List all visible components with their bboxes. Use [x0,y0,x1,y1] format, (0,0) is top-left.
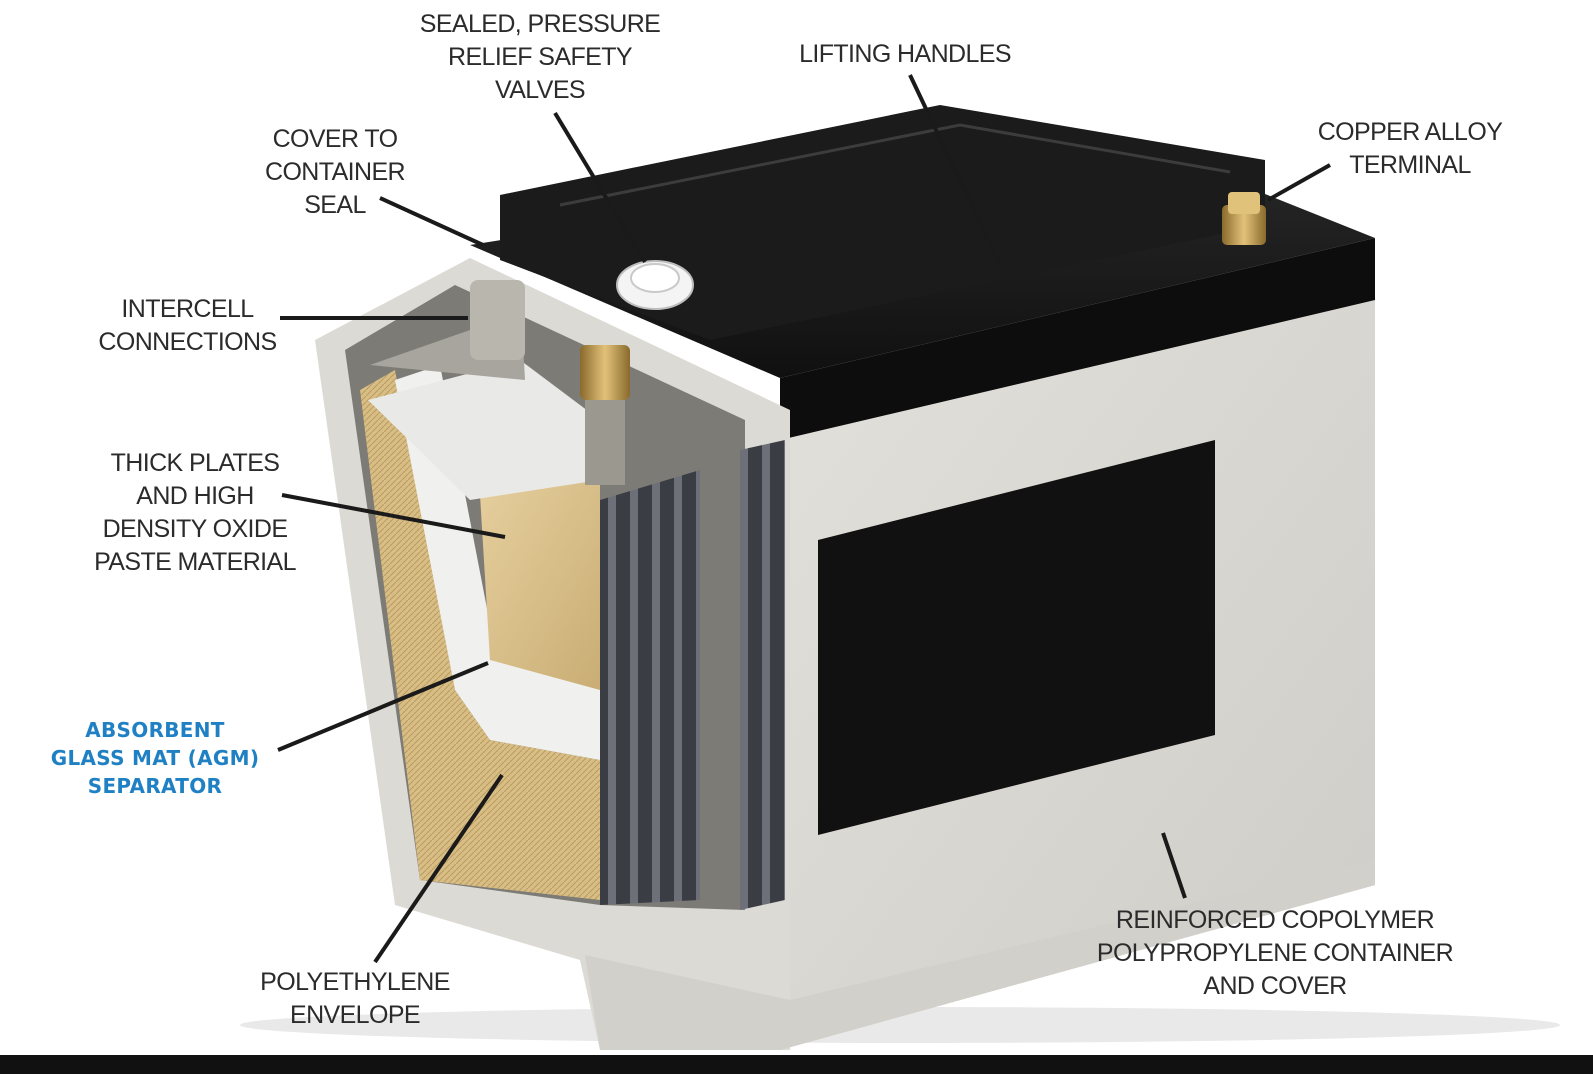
label-cover-seal: COVER TO CONTAINER SEAL [240,123,430,222]
label-line: AND COVER [1203,972,1347,1000]
label-line: ABSORBENT [85,718,225,742]
leader-seal [379,196,484,247]
label-agm-separator: ABSORBENT GLASS MAT (AGM) SEPARATOR [30,716,280,800]
leader-envelope [373,773,504,964]
leader-valves [553,111,647,264]
label-polyethylene-envelope: POLYETHYLENE ENVELOPE [230,966,480,1032]
label-line: POLYETHYLENE [260,968,450,996]
label-line: INTERCELL [121,295,254,323]
label-line: AND HIGH [136,482,254,510]
label-line: POLYPROPYLENE CONTAINER [1096,939,1454,967]
leader-plates [281,493,506,539]
copper-terminal-base [1222,205,1266,245]
label-container: REINFORCED COPOLYMER POLYPROPYLENE CONTA… [1060,904,1490,1003]
intercell-post [470,280,525,360]
label-line: TERMINAL [1349,151,1471,179]
label-copper-terminal: COPPER ALLOY TERMINAL [1290,116,1530,182]
leader-container [1161,832,1187,899]
label-line: GLASS MAT (AGM) [50,746,260,770]
label-line: COPPER ALLOY [1317,118,1503,146]
inner-terminal-post [585,395,625,485]
case-bottom-rim [585,860,1375,1050]
leader-handles [908,74,1002,266]
case-shadow [240,1007,1560,1043]
label-line: PASTE MATERIAL [94,548,296,576]
plate-tops [368,360,600,500]
label-line: LIFTING HANDLES [799,40,1011,68]
label-line: COVER TO [272,125,398,153]
label-line: CONNECTIONS [98,328,277,356]
leader-terminal [1267,163,1331,202]
label-line: CONTAINER [265,158,406,186]
label-line: DENSITY OXIDE [102,515,288,543]
inner-terminal-cap [580,345,630,400]
plate-stack-rear [740,440,785,910]
bottom-bar [0,1055,1593,1074]
label-line: SEPARATOR [87,774,223,798]
label-line: RELIEF SAFETY [448,43,633,71]
label-line: ENVELOPE [290,1001,421,1029]
label-line: THICK PLATES [110,449,280,477]
label-line: SEAL [304,191,366,219]
label-lifting-handles: LIFTING HANDLES [770,38,1040,71]
leader-agm [277,661,489,752]
agm-separator [360,370,600,900]
copper-terminal-cap [1228,192,1260,214]
front-label-panel [818,440,1215,835]
handle-ridge [559,123,1231,207]
lid-front-edge [780,238,1375,440]
label-line: REINFORCED COPOLYMER [1115,906,1435,934]
label-thick-plates: THICK PLATES AND HIGH DENSITY OXIDE PAST… [65,447,325,579]
paste-plate [480,478,600,690]
leader-lines [277,74,1331,964]
label-safety-valves: SEALED, PRESSURE RELIEF SAFETY VALVES [395,8,685,107]
safety-valve-top [630,263,680,293]
label-intercell-connections: INTERCELL CONNECTIONS [80,293,295,359]
label-line: SEALED, PRESSURE [419,10,661,38]
plate-stack [600,470,700,905]
label-line: VALVES [495,76,586,104]
